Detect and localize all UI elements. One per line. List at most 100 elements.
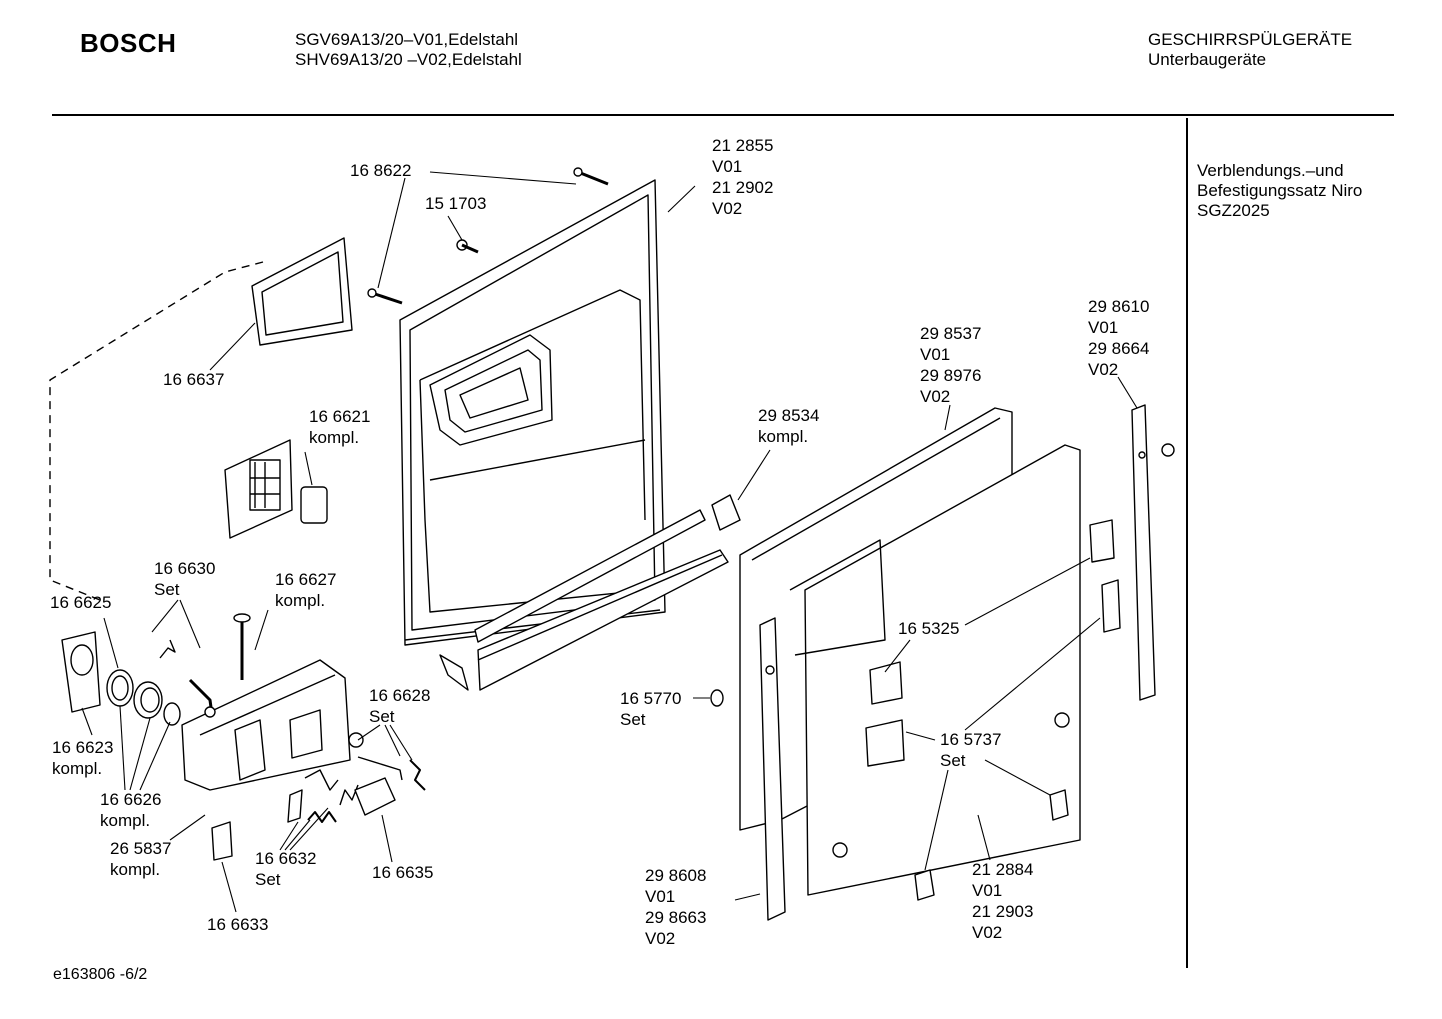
knob-ring	[106, 669, 134, 707]
part-label-151703: 15 1703	[425, 193, 486, 214]
part-label-166630: 16 6630 Set	[154, 558, 215, 600]
part-note: Set	[620, 710, 646, 729]
front-bezel	[61, 631, 101, 713]
side-note-line-3: SGZ2025	[1197, 201, 1270, 220]
part-label-168622: 16 8622	[350, 160, 411, 181]
part-label-166621: 16 6621 kompl.	[309, 406, 370, 448]
part-label-212884: 21 2884 V01 21 2903 V02	[972, 859, 1033, 943]
control-unit	[181, 659, 351, 791]
part-note: kompl.	[110, 860, 161, 879]
variant: V01	[1088, 318, 1119, 337]
part-label-165325: 16 5325	[898, 618, 959, 639]
part-number: 21 2855	[712, 136, 774, 155]
header-divider	[52, 114, 1394, 116]
part-label-298608: 29 8608 V01 29 8663 V02	[645, 865, 706, 949]
model-list: SGV69A13/20–V01,Edelstahl SHV69A13/20 –V…	[295, 30, 522, 70]
filter-holder	[224, 439, 328, 539]
side-note: Verblendungs.–und Befestigungssatz Niro …	[1197, 161, 1362, 221]
part-number: 16 6623	[52, 738, 114, 757]
part-number: 16 6627	[275, 570, 337, 589]
model-line-2: SHV69A13/20 –V02,Edelstahl	[295, 50, 522, 69]
part-label-165770: 16 5770 Set	[620, 688, 681, 730]
part-number: 16 6630	[154, 559, 216, 578]
door-inner-panel	[399, 179, 666, 646]
part-note: kompl.	[275, 591, 326, 610]
part-number: 16 5325	[898, 619, 960, 638]
part-note: kompl.	[309, 428, 360, 447]
springs-levers	[287, 732, 426, 823]
side-note-line-1: Verblendungs.–und	[1197, 161, 1344, 180]
hinge-clip-1	[914, 869, 935, 901]
part-label-166626: 16 6626 kompl.	[100, 789, 161, 831]
part-label-165737: 16 5737 Set	[940, 729, 1001, 771]
variant: V01	[645, 887, 676, 906]
part-label-298534: 29 8534 kompl.	[758, 405, 819, 447]
part-number: 29 8610	[1088, 297, 1150, 316]
clip-right	[711, 494, 741, 531]
dashed-assembly-line	[49, 261, 264, 601]
part-number: 16 6632	[255, 849, 317, 868]
decor-panel	[789, 444, 1121, 896]
clip-left	[439, 654, 469, 691]
part-number: 26 5837	[110, 839, 172, 858]
category-header: GESCHIRRSPÜLGERÄTE Unterbaugeräte	[1148, 30, 1352, 70]
knob-ring-small	[163, 702, 181, 726]
part-label-166628: 16 6628 Set	[369, 685, 430, 727]
part-number: 21 2903	[972, 902, 1034, 921]
part-number: 29 8537	[920, 324, 982, 343]
part-number: 21 2884	[972, 860, 1034, 879]
part-number: 16 8622	[350, 161, 412, 180]
part-number: 29 8664	[1088, 339, 1150, 358]
variant: V01	[712, 157, 743, 176]
part-number: 16 5770	[620, 689, 682, 708]
part-label-265837: 26 5837 kompl.	[110, 838, 171, 880]
part-note: kompl.	[100, 811, 151, 830]
variant: V02	[712, 199, 743, 218]
shaft-part	[233, 613, 251, 680]
category-line-2: Unterbaugeräte	[1148, 50, 1267, 69]
part-note: kompl.	[52, 759, 103, 778]
hinge-clip-2	[1049, 789, 1069, 821]
variant: V01	[920, 345, 951, 364]
switch-part	[354, 777, 396, 816]
leader-lines	[81, 171, 1138, 913]
button-plug	[710, 689, 724, 707]
part-label-166635: 16 6635	[372, 862, 433, 883]
part-note: kompl.	[758, 427, 809, 446]
part-label-166623: 16 6623 kompl.	[52, 737, 113, 779]
part-number: 21 2902	[712, 178, 774, 197]
screw-small	[456, 239, 479, 254]
part-label-166627: 16 6627 kompl.	[275, 569, 336, 611]
part-number: 16 6626	[100, 790, 162, 809]
part-note: Set	[154, 580, 180, 599]
variant: V02	[972, 923, 1003, 942]
variant: V02	[920, 387, 951, 406]
pin-part	[188, 678, 216, 718]
part-number: 15 1703	[425, 194, 487, 213]
category-line-1: GESCHIRRSPÜLGERÄTE	[1148, 30, 1353, 49]
frame-part	[251, 237, 353, 346]
document-id: e163806 -6/2	[53, 966, 148, 983]
part-number: 16 6628	[369, 686, 431, 705]
part-note: Set	[940, 751, 966, 770]
part-label-166637: 16 6637	[163, 369, 224, 390]
part-number: 16 6621	[309, 407, 371, 426]
variant: V01	[972, 881, 1003, 900]
part-label-166633: 16 6633	[207, 914, 268, 935]
side-divider	[1186, 118, 1188, 968]
part-number: 16 6633	[207, 915, 269, 934]
part-number: 16 5737	[940, 730, 1002, 749]
side-note-line-2: Befestigungssatz Niro	[1197, 181, 1363, 200]
bottom-strip	[474, 509, 729, 691]
cap-part	[1161, 443, 1175, 457]
screw-left	[367, 288, 403, 305]
part-number: 16 6637	[163, 370, 225, 389]
part-note: Set	[255, 870, 281, 889]
part-number: 29 8663	[645, 908, 707, 927]
side-profile-right	[1131, 404, 1156, 701]
part-label-166632: 16 6632 Set	[255, 848, 316, 890]
part-number: 16 6625	[50, 593, 112, 612]
part-label-166625: 16 6625	[50, 592, 111, 613]
part-label-212855: 21 2855 V01 21 2902 V02	[712, 135, 773, 219]
